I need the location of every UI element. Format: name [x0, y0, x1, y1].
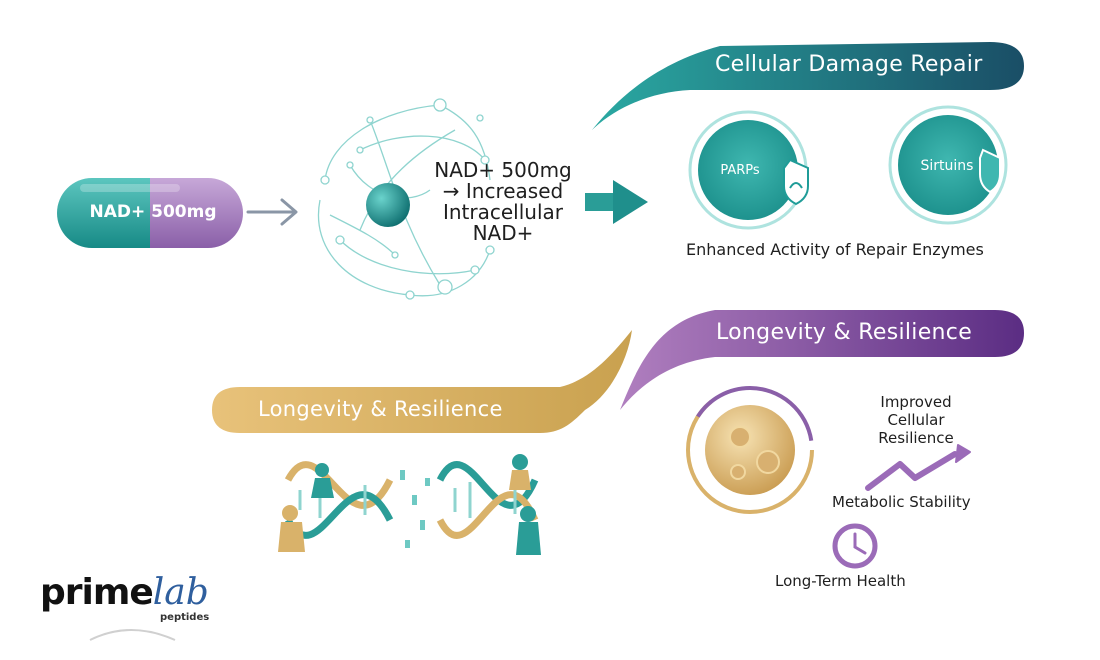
parps-label: PARPs: [720, 163, 760, 178]
cell-icon: [686, 386, 814, 514]
nad-core-icon: [366, 183, 410, 227]
sirtuins-label: Sirtuins: [920, 158, 974, 174]
longevity-banner-right-title: Longevity & Resilience: [716, 320, 973, 345]
big-arrow-icon: [585, 180, 648, 224]
brand-logo: primelab: [40, 572, 209, 613]
dna-repair-icon: [278, 454, 541, 555]
process-line: NAD+: [472, 221, 534, 245]
arrow-right-icon: [246, 198, 298, 226]
process-line: Intracellular: [442, 200, 564, 224]
resilience-line: Improved: [880, 393, 952, 411]
longevity-banner-left-title: Longevity & Resilience: [258, 397, 503, 421]
resilience-line: Cellular: [887, 411, 945, 429]
repair-caption: Enhanced Activity of Repair Enzymes: [686, 240, 984, 259]
resilience-line: Resilience: [878, 429, 954, 447]
longevity-banner-right-shape: [620, 310, 1024, 410]
clock-icon: [832, 523, 878, 569]
trend-arrow-icon: [865, 444, 971, 491]
longevity-banner-left-shape: [212, 330, 632, 433]
capsule-icon: [57, 178, 243, 248]
repair-banner-title: Cellular Damage Repair: [715, 52, 983, 77]
parps-icon: [688, 110, 809, 230]
capsule-label: NAD+ 500mg: [89, 202, 217, 222]
process-text: NAD+ 500mg → Increased Intracellular NAD…: [418, 160, 588, 244]
brand-name-prime: prime: [40, 572, 154, 613]
brand-name-lab: lab: [152, 572, 209, 613]
process-line: NAD+ 500mg: [434, 158, 572, 182]
sirtuins-icon: [888, 105, 1008, 225]
metabolic-label: Metabolic Stability: [832, 493, 971, 511]
longterm-label: Long-Term Health: [775, 572, 906, 590]
repair-banner-shape: [592, 42, 1024, 130]
logo-decoration: [89, 629, 176, 641]
process-line: → Increased: [442, 179, 564, 203]
resilience-label: Improved Cellular Resilience: [846, 393, 986, 447]
brand-sub: peptides: [160, 612, 210, 623]
